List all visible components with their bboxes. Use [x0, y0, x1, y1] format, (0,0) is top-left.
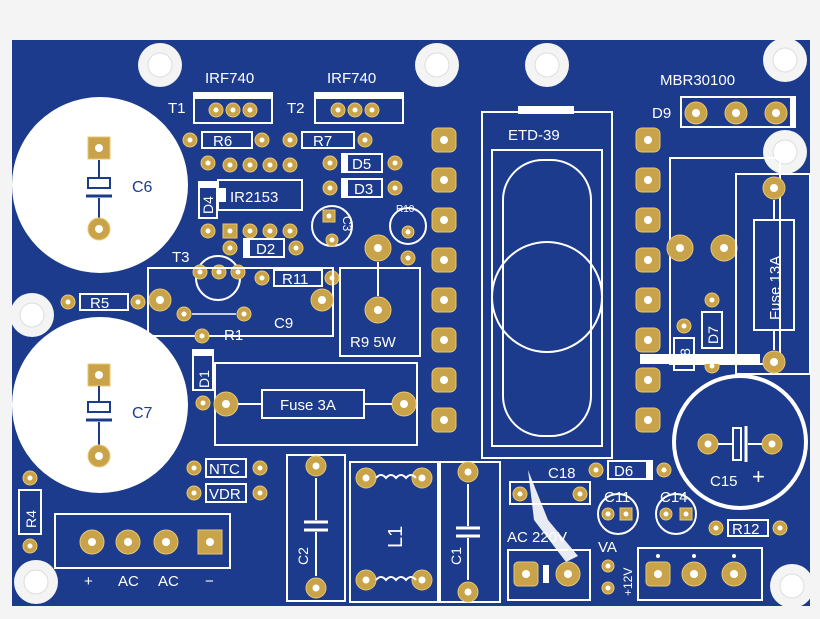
capacitor-c3: C3: [311, 205, 354, 247]
diode-d3: D3: [322, 178, 403, 198]
label-term-ac2: AC: [158, 573, 179, 590]
label-r5: R5: [90, 295, 109, 312]
capacitor-c6: C6: [12, 97, 188, 273]
capacitor-c9: C9: [147, 267, 334, 337]
capacitor-c11: C11: [597, 489, 639, 535]
varistor-vdr: VDR: [186, 483, 268, 503]
capacitor-c14: C14: [655, 489, 697, 535]
label-d7: D7: [705, 326, 721, 344]
resistor-r7: R7: [282, 131, 373, 150]
label-va: VA: [598, 539, 617, 556]
label-r7: R7: [313, 133, 332, 150]
diode-d9-mbr30100: MBR30100 D9: [652, 72, 796, 128]
etd-right-pins: [635, 127, 661, 433]
capacitor-c2: C2: [286, 454, 346, 602]
label-ntc: NTC: [209, 461, 240, 478]
label-c18: C18: [548, 465, 576, 482]
label-mbr30100: MBR30100: [660, 72, 735, 89]
transistor-t2: IRF740 T2: [287, 70, 404, 124]
label-term-plus: +: [84, 573, 93, 590]
label-d6: D6: [614, 463, 633, 480]
label-r1: R1: [224, 327, 243, 344]
terminal-block-output: + AC AC −: [54, 513, 231, 590]
label-fuse-3a: Fuse 3A: [280, 397, 336, 414]
label-d4: D4: [200, 196, 216, 214]
label-c1: C1: [448, 547, 464, 565]
etd-left-pins: [431, 127, 457, 433]
fuse-13a: Fuse 13A: [735, 173, 811, 375]
capacitor-c18: C18: [509, 465, 591, 505]
mounting-holes: [10, 38, 814, 608]
resistor-r6: R6: [182, 131, 270, 150]
label-r4: R4: [23, 510, 39, 528]
label-etd39: ETD-39: [508, 127, 560, 144]
diode-d2: D2: [222, 238, 304, 258]
label-12v: +12V: [621, 568, 635, 596]
transformer-etd39: ETD-39: [431, 106, 661, 459]
bridge-bar: [640, 354, 760, 364]
diode-d4: D4: [198, 181, 218, 239]
label-c15-plus: +: [752, 464, 765, 489]
label-c7: C7: [132, 405, 153, 422]
label-d1: D1: [196, 370, 212, 388]
label-l1: L1: [385, 526, 407, 548]
label-c6: C6: [132, 179, 153, 196]
label-irf740-right: IRF740: [327, 70, 376, 87]
label-t1: T1: [168, 100, 186, 117]
terminal-block-right: [637, 547, 763, 601]
resistor-r5: R5: [60, 293, 146, 312]
label-term-minus: −: [205, 573, 214, 590]
inductor-l1: L1: [349, 461, 439, 603]
label-c11: C11: [604, 489, 630, 506]
label-c14: C14: [660, 489, 688, 506]
label-t3: T3: [172, 249, 190, 266]
label-d3: D3: [354, 181, 373, 198]
label-c3: C3: [340, 216, 354, 232]
resistor-r12: R12: [708, 519, 788, 538]
label-r12: R12: [732, 521, 760, 538]
label-r6: R6: [213, 133, 232, 150]
aux-output-va: VA +12V: [598, 539, 635, 596]
label-r11: R11: [282, 271, 308, 288]
label-r9: R9 5W: [350, 334, 397, 351]
resistor-r1: R1: [176, 306, 252, 344]
label-d2: D2: [256, 241, 275, 258]
capacitor-c1: C1: [439, 461, 501, 603]
label-term-ac1: AC: [118, 573, 139, 590]
resistor-r10: R10: [389, 204, 427, 266]
label-c2: C2: [295, 547, 311, 565]
label-fuse-13a: Fuse 13A: [767, 256, 784, 320]
resistor-r9: R9 5W: [339, 234, 421, 357]
label-c15: C15: [710, 473, 738, 490]
diode-d6: D6: [588, 460, 672, 480]
label-c9: C9: [274, 315, 293, 332]
thermistor-ntc: NTC: [186, 458, 268, 478]
board-slot: [528, 470, 578, 562]
diode-d5: D5: [322, 153, 403, 173]
capacitor-c7: C7: [12, 317, 188, 493]
label-t2: T2: [287, 100, 305, 117]
diode-d1: D1: [192, 349, 214, 411]
label-d5: D5: [352, 156, 371, 173]
resistor-r4: R4: [18, 470, 42, 554]
ic-ir2153: IR2153: [200, 155, 303, 239]
label-d9: D9: [652, 105, 671, 122]
fuse-3a: Fuse 3A: [213, 362, 418, 446]
transistor-t1: IRF740 T1: [168, 70, 273, 124]
label-vdr: VDR: [209, 486, 241, 503]
capacitor-c15: C15 +: [672, 374, 808, 510]
label-ir2153: IR2153: [230, 189, 278, 206]
label-irf740-left: IRF740: [205, 70, 254, 87]
label-r10: R10: [396, 204, 415, 215]
